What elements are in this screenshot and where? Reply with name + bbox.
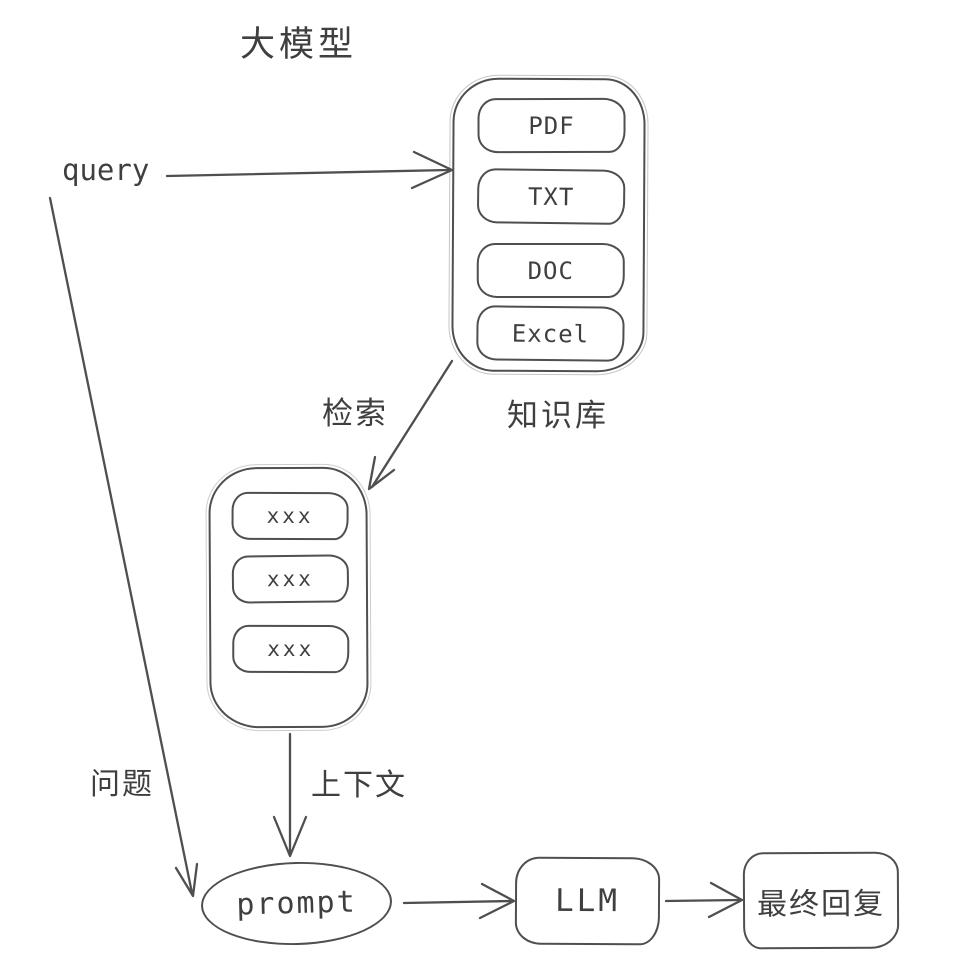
- arrow-prompt-to-llm: [402, 882, 516, 920]
- arrow-query-to-knowledge-base: [165, 150, 454, 190]
- knowledge-base-container: PDF TXT DOC Excel: [448, 74, 649, 376]
- prompt-node: prompt: [199, 859, 394, 948]
- question-label: 问题: [90, 767, 154, 802]
- llm-node: LLM: [514, 856, 661, 946]
- arrow-llm-to-final-reply: [664, 881, 744, 919]
- retrieval-label: 检索: [322, 396, 388, 432]
- retrieved-chunks-container: xxx xxx xxx: [205, 463, 372, 732]
- chunk-item: xxx: [232, 624, 350, 674]
- kb-item-pdf: PDF: [477, 97, 626, 154]
- chunk-item: xxx: [231, 554, 350, 604]
- query-label: query: [62, 153, 150, 187]
- kb-item-txt: TXT: [476, 168, 626, 225]
- final-reply-node: 最终回复: [742, 851, 900, 950]
- context-label: 上下文: [311, 768, 407, 803]
- knowledge-base-label: 知识库: [507, 398, 609, 434]
- chunk-item: xxx: [231, 491, 349, 541]
- arrow-chunks-to-prompt: [272, 732, 308, 858]
- kb-item-excel: Excel: [476, 305, 625, 362]
- diagram-title: 大模型: [240, 25, 358, 65]
- kb-item-doc: DOC: [476, 243, 625, 299]
